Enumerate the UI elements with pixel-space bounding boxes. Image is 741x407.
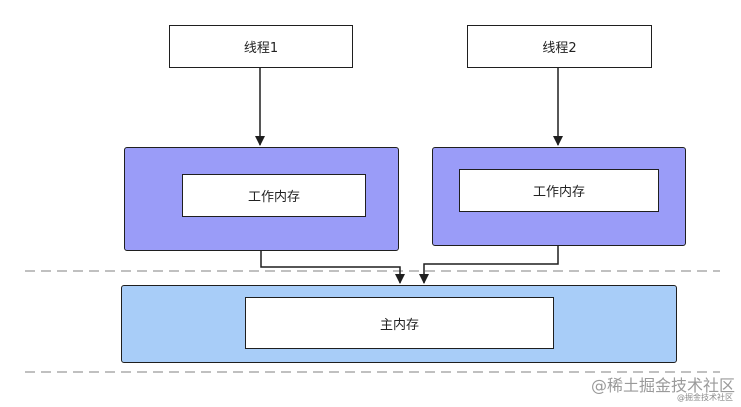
thread-1-box: 线程1 <box>169 25 353 68</box>
thread-1-label: 线程1 <box>243 41 279 56</box>
watermark-main: @稀土掘金技术社区 <box>590 376 735 395</box>
arrow-workmem2-to-mainmem <box>419 246 559 284</box>
work-memory-2-label: 工作内存 <box>532 185 585 200</box>
watermark-sub: @掘金技术社区 <box>677 393 733 402</box>
work-memory-1-label: 工作内存 <box>247 190 300 205</box>
work-memory-1-box: 工作内存 <box>182 174 366 217</box>
arrow-workmem1-to-mainmem <box>260 251 405 284</box>
thread-2-label: 线程2 <box>542 41 577 56</box>
work-memory-2-box: 工作内存 <box>459 169 659 212</box>
thread-2-box: 线程2 <box>467 25 652 68</box>
main-memory-label: 主内存 <box>379 317 419 333</box>
main-memory-box: 主内存 <box>245 297 554 349</box>
